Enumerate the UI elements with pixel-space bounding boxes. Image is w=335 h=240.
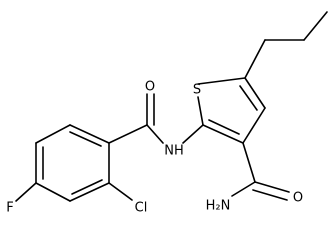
bond-c3-ccarb (242, 142, 256, 183)
bond-ar-c5-c6 (69, 182, 110, 202)
oxygen-label-amide: O (145, 80, 155, 95)
chemical-structure-diagram: O NH S F Cl O H₂N (6, 11, 328, 216)
bond-ar-c1-c2 (69, 124, 110, 144)
bond-c4-c3 (242, 107, 266, 144)
bond-ar-c4-c5 (35, 182, 71, 202)
nh2-label: H₂N (206, 199, 231, 214)
bond-c2-s (197, 96, 204, 126)
bond-ar-cl (108, 182, 133, 201)
bond-ccarb-n (231, 181, 256, 197)
bond-ar-c5-c6-double (71, 179, 103, 195)
bond-c2-nh (182, 124, 204, 144)
oxygen-label-carboxamide: O (293, 191, 303, 206)
fluorine-label: F (6, 201, 13, 216)
bond-ccarb-o-double (252, 189, 288, 201)
bond-propyl-3 (244, 39, 266, 79)
bond-c5-c4 (244, 77, 266, 109)
bond-c3-c2-double (208, 119, 240, 135)
bond-propyl-1 (303, 11, 328, 41)
bond-cco-ring (108, 124, 148, 144)
bond-c3-c2 (202, 124, 244, 144)
nh-label-linker: NH (164, 144, 184, 159)
bond-ar-f (15, 182, 37, 202)
bond-c5-c4-double (239, 85, 258, 111)
bonds (15, 11, 328, 202)
sulfur-label: S (193, 83, 201, 98)
bond-c5-s (197, 77, 246, 85)
bond-ccarb-o (254, 181, 290, 193)
bond-nh-cco (146, 124, 164, 144)
atom-labels: O NH S F Cl O H₂N (6, 80, 303, 216)
chlorine-label: Cl (135, 201, 148, 216)
bond-ar-c1-c2-double (69, 131, 102, 147)
bond-ar-c2-c3 (35, 124, 71, 144)
